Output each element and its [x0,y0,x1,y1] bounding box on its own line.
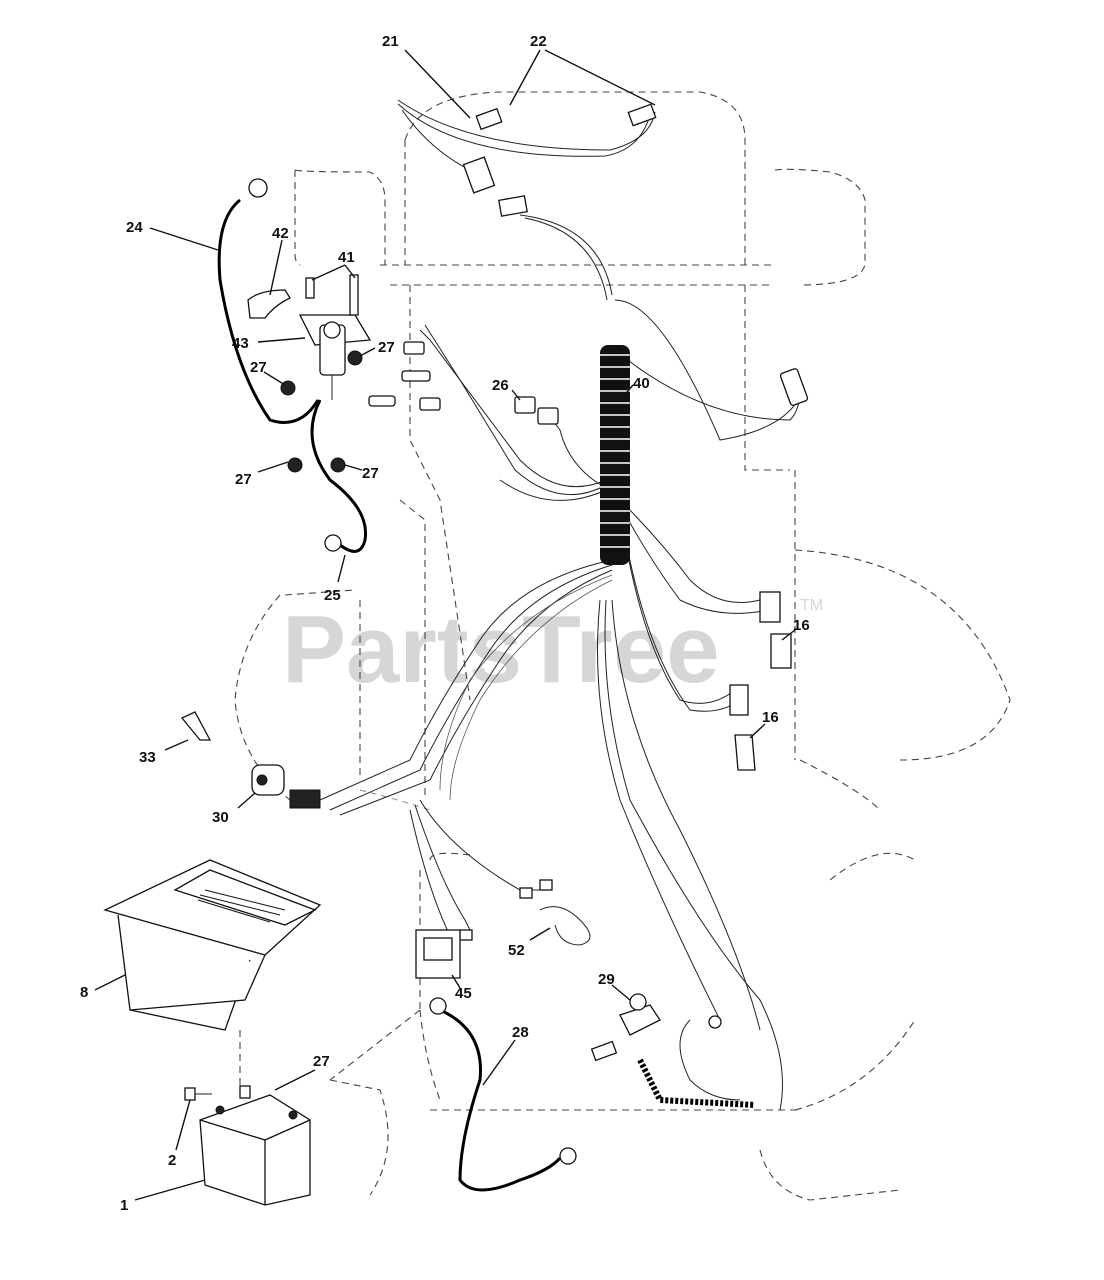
callout-33: 33 [139,749,156,766]
callout-45: 45 [455,985,472,1002]
leader-lines [94,49,796,1201]
seat-switch-29 [590,993,661,1062]
watermark-trademark: TM [800,597,823,614]
callout-labels: 21 22 24 42 41 43 27 27 27 27 26 40 25 1… [80,33,810,1214]
hourmeter-45 [415,929,461,979]
callout-24: 24 [126,219,143,236]
callout-28: 28 [512,1024,529,1041]
callout-27-a: 27 [378,339,395,356]
callout-27-e: 27 [313,1053,330,1070]
callout-52: 52 [508,942,525,959]
connectors-mid [459,879,553,941]
battery-1 [199,1094,311,1206]
callout-22: 22 [530,33,547,50]
callout-30: 30 [212,809,229,826]
cable-25 [310,399,368,553]
callout-26: 26 [492,377,509,394]
callout-27-d: 27 [362,465,379,482]
callout-29: 29 [598,971,615,988]
connector-right [779,368,809,406]
connectors-top [462,103,657,217]
callout-1: 1 [120,1197,128,1214]
callout-21: 21 [382,33,399,50]
harness-52 [539,906,591,946]
corrugated-loom-40 [600,345,630,565]
callout-16-a: 16 [793,617,810,634]
bracket-33 [180,711,212,741]
callout-27-b: 27 [250,359,267,376]
battery-box-8 [103,859,322,1031]
fuse-holders [368,341,441,411]
coil-cord [637,1058,756,1108]
cable-28 [429,997,577,1192]
callout-27-c: 27 [235,471,252,488]
ring-terminal [708,1015,722,1029]
callout-16-b: 16 [762,709,779,726]
solenoid-43 [298,274,372,400]
callout-25: 25 [324,587,341,604]
bolt-2 [184,1085,251,1101]
callout-42: 42 [272,225,289,242]
wiring-harness [319,99,801,1111]
callout-40: 40 [633,375,650,392]
callout-43: 43 [232,335,249,352]
cover-42 [247,289,291,319]
relay-26 [514,396,559,425]
watermark-text: PartsTree [282,596,720,703]
callout-41: 41 [338,249,355,266]
switch-16 [729,591,792,771]
ignition-switch-30 [251,764,321,809]
cable-24 [217,178,320,424]
callout-8: 8 [80,984,88,1001]
callout-2: 2 [168,1152,176,1169]
